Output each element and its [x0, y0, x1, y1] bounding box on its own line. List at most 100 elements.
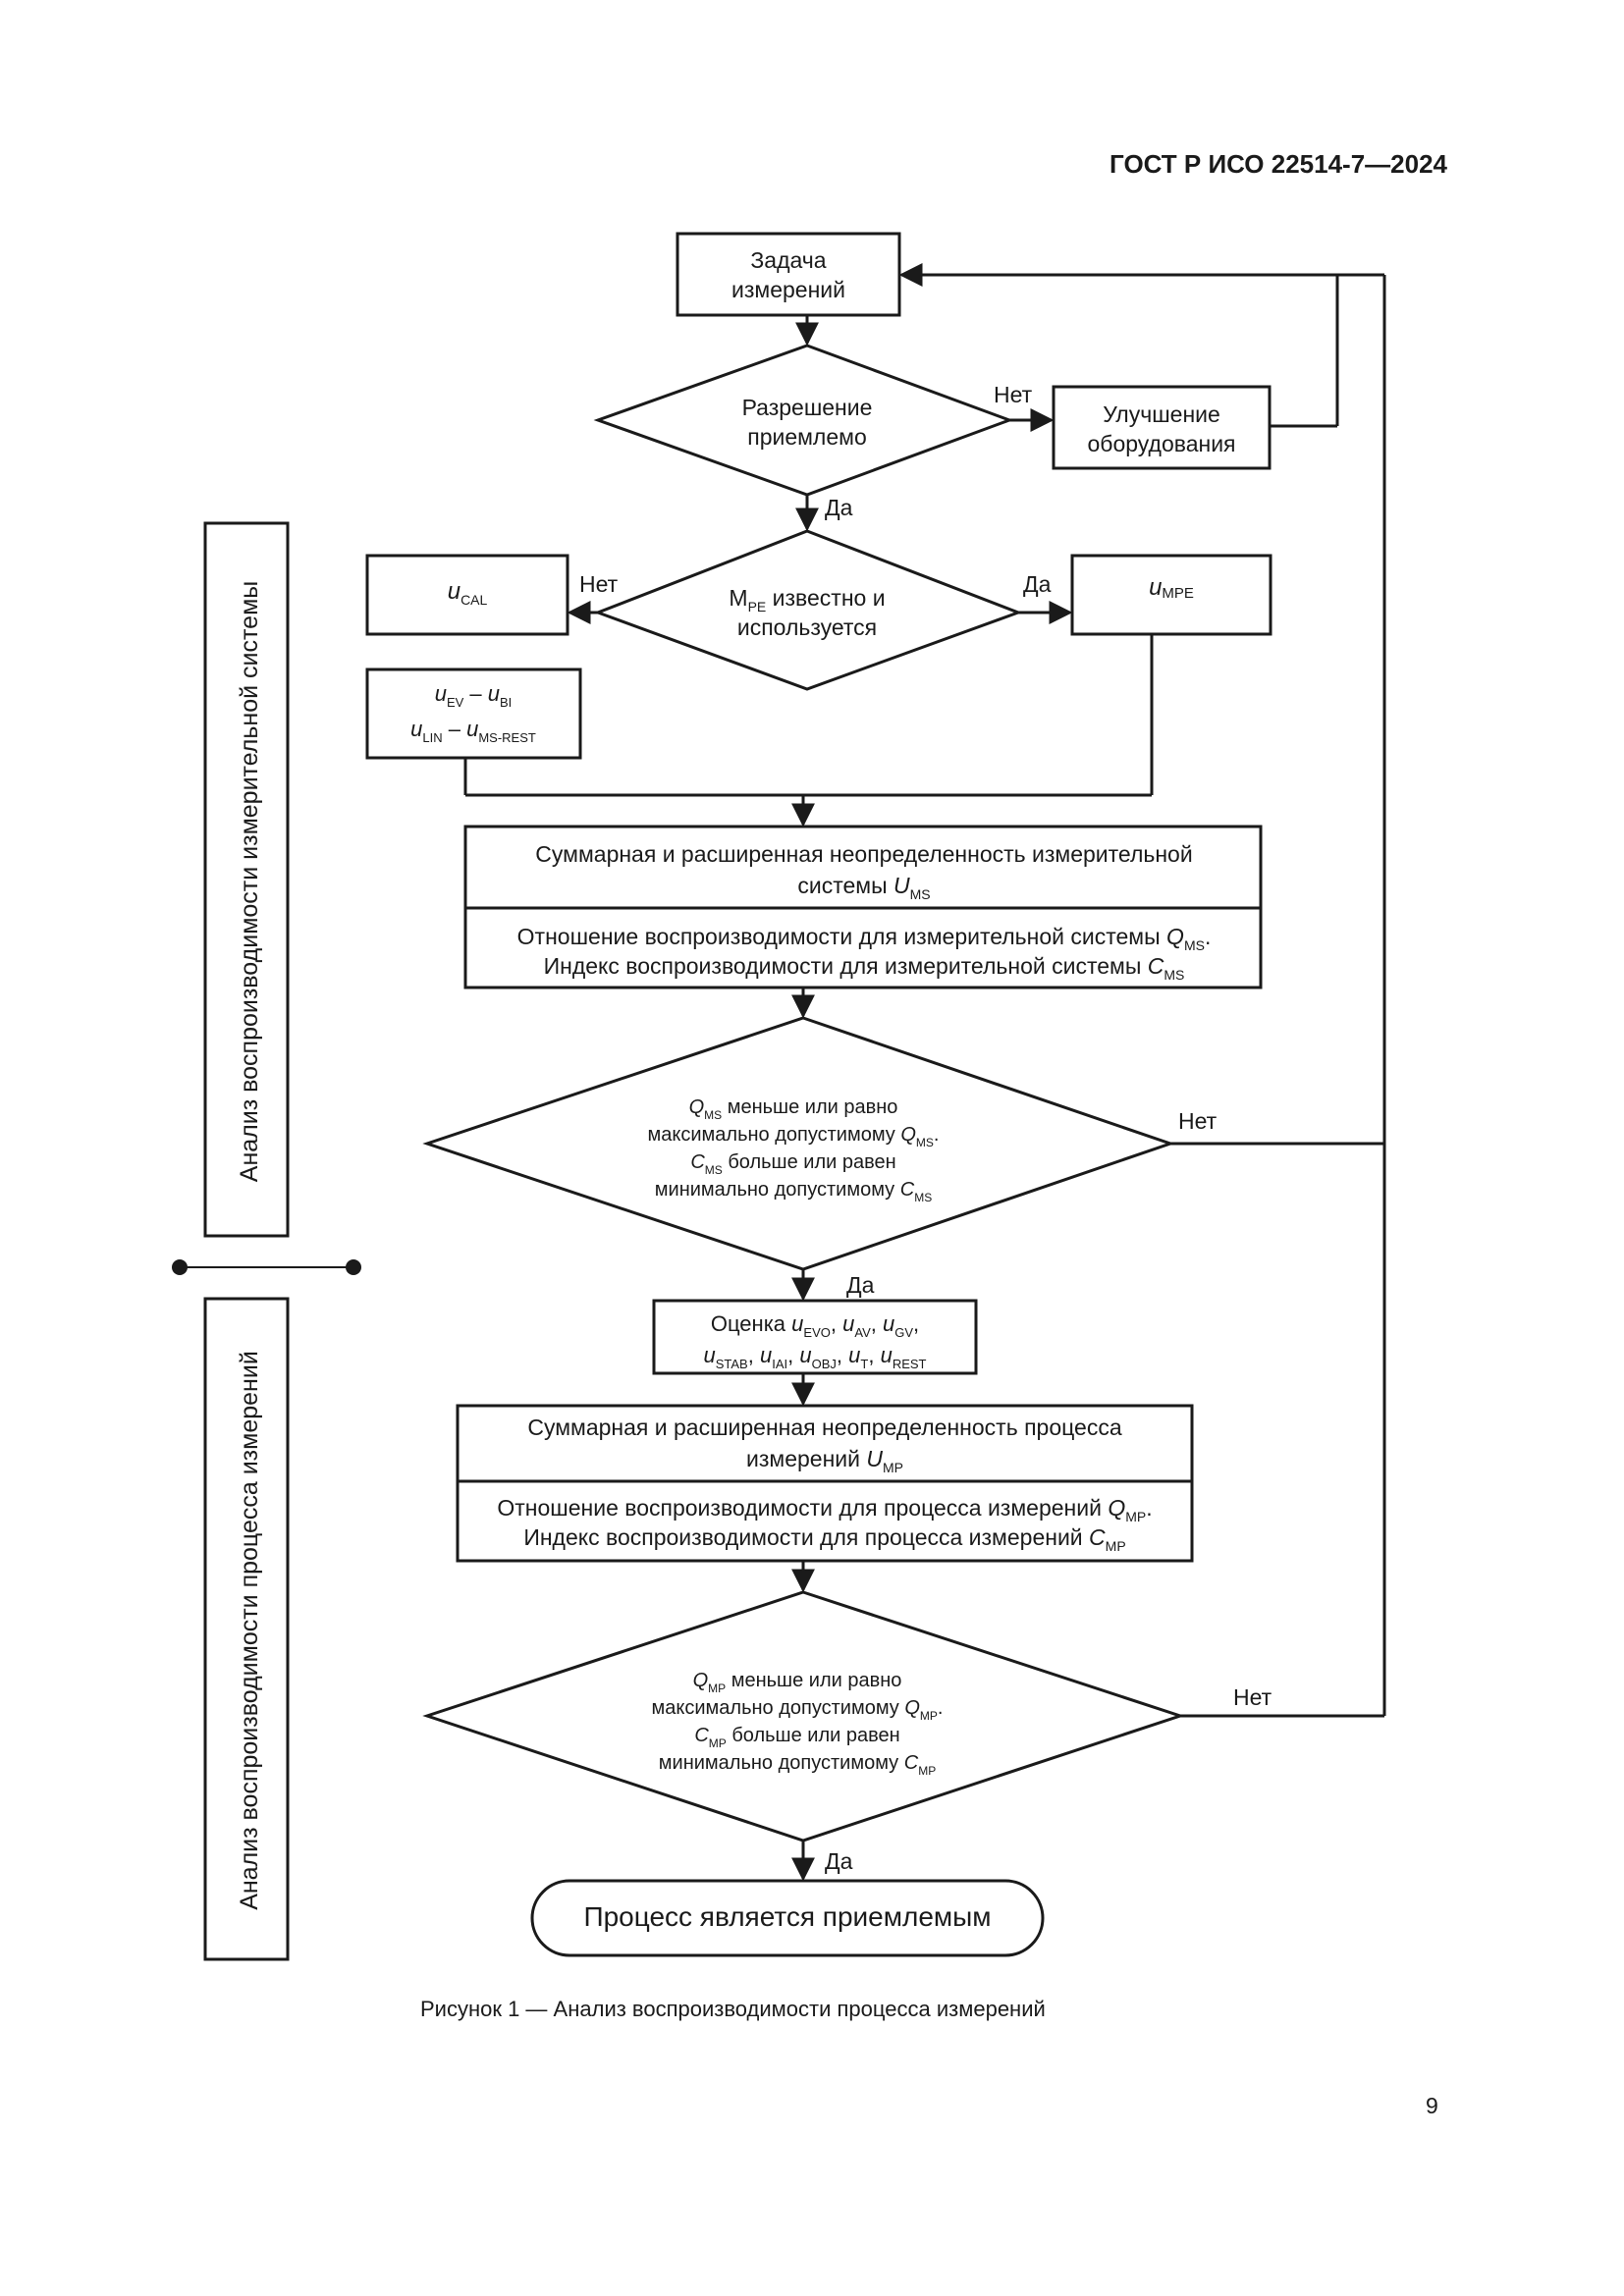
mp-ratio-line-1: Отношение воспроизводимости для процесса…: [497, 1495, 1152, 1524]
text-fragment: –: [443, 717, 466, 741]
text-fragment: меньше или равно: [726, 1670, 901, 1691]
mp-uncertainty-line-2: измерений UMP: [746, 1446, 903, 1475]
variable-subscript: MS: [705, 1163, 723, 1177]
variable-symbol: Q: [900, 1124, 916, 1146]
variable-symbol: C: [904, 1752, 919, 1774]
text-fragment: минимально допустимому: [655, 1179, 900, 1201]
variable-symbol: Q: [693, 1670, 709, 1691]
page-number: 9: [1426, 2093, 1438, 2118]
u-cal-box: [365, 554, 569, 636]
variable-subscript: GV: [894, 1325, 913, 1340]
decision-line: CMS больше или равен: [690, 1151, 895, 1177]
evaluation-line-2: uSTAB, uIAI, uOBJ, uT, uREST: [703, 1343, 926, 1371]
text-fragment: минимально допустимому: [659, 1752, 904, 1774]
text-fragment: меньше или равно: [722, 1096, 897, 1118]
variable-symbol: u: [488, 681, 500, 706]
variable-subscript: MP: [709, 1736, 727, 1750]
mpe-decision: [593, 529, 1023, 691]
label-no-resolution: Нет: [994, 382, 1033, 407]
variable-symbol: u: [842, 1311, 854, 1336]
variable-symbol: u: [760, 1343, 772, 1367]
mp-ratio-line-2: Индекс воспроизводимости для процесса из…: [523, 1524, 1125, 1554]
text-fragment: –: [463, 681, 487, 706]
decision-line: минимально допустимому CMP: [659, 1752, 936, 1778]
variable-subscript: MS: [916, 1136, 934, 1149]
final-label: Процесс является приемлемым: [583, 1901, 991, 1932]
variable-symbol: u: [703, 1343, 715, 1367]
decision-line: QMS меньше или равно: [689, 1096, 898, 1122]
u-cal-label: uCAL: [448, 578, 488, 608]
variable-symbol: u: [466, 717, 478, 741]
text-fragment: больше или равен: [727, 1725, 900, 1746]
resolution-line-1: Разрешение: [742, 395, 873, 420]
variable-subscript: EV: [447, 695, 464, 710]
label-no-mp: Нет: [1233, 1684, 1272, 1710]
u-components-box: [365, 667, 582, 760]
variable-subscript: MS: [914, 1191, 932, 1204]
variable-subscript: MP: [918, 1764, 936, 1778]
ms-analysis-label-box: [203, 521, 290, 1238]
mp-analysis-side-label: Анализ воспроизводимости процесса измере…: [236, 1351, 263, 1910]
variable-subscript: MP: [708, 1682, 726, 1695]
u-components-line-1: uEV – uBI: [435, 681, 513, 710]
text-fragment: больше или равен: [723, 1151, 896, 1173]
task-line-1: Задача: [750, 247, 826, 273]
task-line-2: измерений: [731, 277, 845, 302]
mp-uncertainty-line-1: Суммарная и расширенная неопределенность…: [527, 1415, 1121, 1440]
variable-subscript: MS-REST: [478, 730, 536, 745]
text-fragment: максимально допустимому: [648, 1124, 901, 1146]
text-fragment: .: [934, 1124, 940, 1146]
evaluation-line-1: Оценка uEVO, uAV, uGV,: [711, 1311, 919, 1340]
variable-symbol: C: [690, 1151, 705, 1173]
ms-uncertainty-line-2: системы UMS: [797, 873, 930, 902]
u-components-line-2: uLIN – uMS-REST: [410, 717, 536, 745]
mp-uncertainty-block: [456, 1404, 1194, 1563]
mpe-line-1: MPE известно и: [729, 585, 885, 614]
variable-symbol: Q: [904, 1697, 920, 1719]
ms-ratio-line-2: Индекс воспроизводимости для измерительн…: [544, 953, 1185, 983]
final-terminal: [530, 1879, 1045, 1957]
text-fragment: максимально допустимому: [652, 1697, 905, 1719]
task-box: [676, 232, 901, 317]
text-fragment: ,: [871, 1311, 883, 1336]
variable-subscript: LIN: [422, 730, 442, 745]
u-mpe-label: uMPE: [1149, 574, 1194, 602]
label-yes-mp: Да: [825, 1848, 853, 1874]
document-id-header: ГОСТ Р ИСО 22514-7—2024: [1110, 149, 1447, 179]
variable-symbol: u: [435, 681, 447, 706]
variable-subscript: AV: [854, 1325, 871, 1340]
separator-dot-right: [346, 1259, 361, 1275]
improve-line-2: оборудования: [1088, 431, 1236, 456]
variable-subscript: OBJ: [812, 1357, 837, 1371]
label-yes-mpe: Да: [1023, 571, 1052, 597]
separator-dot-left: [172, 1259, 188, 1275]
variable-symbol: u: [791, 1311, 803, 1336]
label-no-mpe: Нет: [579, 571, 619, 597]
label-yes-ms: Да: [846, 1272, 875, 1298]
variable-subscript: STAB: [716, 1357, 748, 1371]
decision-line: CMP больше или равен: [694, 1725, 899, 1750]
mpe-line-2: используется: [737, 614, 877, 640]
u-mpe-box: [1070, 554, 1272, 636]
variable-symbol: u: [883, 1311, 894, 1336]
variable-subscript: EVO: [803, 1325, 830, 1340]
resolution-line-2: приемлемо: [747, 424, 867, 450]
variable-symbol: C: [900, 1179, 915, 1201]
variable-subscript: T: [860, 1357, 868, 1371]
improve-line-1: Улучшение: [1103, 401, 1220, 427]
variable-subscript: BI: [500, 695, 512, 710]
text-fragment: ,: [868, 1343, 880, 1367]
decision-line: максимально допустимому QMP.: [652, 1697, 944, 1723]
resolution-decision: [593, 344, 1014, 497]
label-no-ms: Нет: [1178, 1108, 1218, 1134]
variable-subscript: MS: [704, 1108, 722, 1122]
variable-symbol: C: [694, 1725, 709, 1746]
decision-line: максимально допустимому QMS.: [648, 1124, 940, 1149]
variable-subscript: REST: [893, 1357, 927, 1371]
variable-symbol: u: [410, 717, 422, 741]
text-fragment: ,: [831, 1311, 842, 1336]
decision-line: минимально допустимому CMS: [655, 1179, 932, 1204]
text-fragment: ,: [787, 1343, 799, 1367]
